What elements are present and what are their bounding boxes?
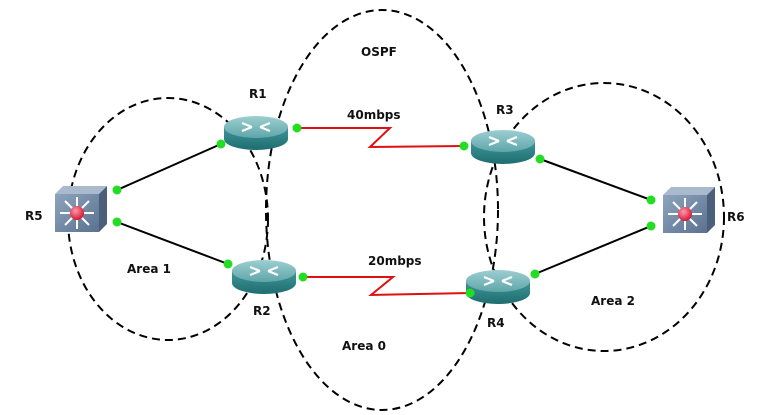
- area-0-boundary: [265, 9, 499, 411]
- area-2-boundary: [483, 82, 725, 352]
- device-label-r3: R3: [496, 103, 514, 117]
- serial-link-r1-r3[interactable]: [297, 127, 465, 149]
- port-status-icon: [535, 154, 545, 164]
- device-label-r2: R2: [253, 304, 271, 318]
- router-arrows-icon: [483, 275, 513, 287]
- router-r1[interactable]: [224, 116, 288, 150]
- link-label-20mbps: 20mbps: [368, 254, 422, 268]
- router-r2[interactable]: [232, 260, 296, 294]
- device-label-r5: R5: [25, 209, 43, 223]
- router-r4[interactable]: [466, 270, 530, 304]
- link-r5-r2[interactable]: [116, 221, 229, 265]
- protocol-label: OSPF: [361, 45, 397, 59]
- port-status-icon: [459, 141, 469, 151]
- port-status-icon: [112, 217, 122, 227]
- switch-arrows-icon: [668, 198, 702, 230]
- device-label-r6: R6: [727, 210, 745, 224]
- area-label-area2: Area 2: [591, 294, 635, 308]
- device-label-r1: R1: [249, 87, 267, 101]
- router-arrows-icon: [249, 265, 279, 277]
- link-r4-r6[interactable]: [534, 225, 652, 275]
- router-r3[interactable]: [471, 130, 535, 164]
- link-r5-r1[interactable]: [116, 143, 222, 191]
- port-status-icon: [646, 195, 656, 205]
- port-status-icon: [292, 123, 302, 133]
- switch-r5[interactable]: [55, 186, 107, 232]
- device-label-r4: R4: [487, 316, 505, 330]
- port-status-icon: [530, 269, 540, 279]
- link-r3-r6[interactable]: [539, 158, 652, 201]
- area-label-area1: Area 1: [127, 262, 171, 276]
- port-status-icon: [465, 288, 475, 298]
- router-arrows-icon: [241, 121, 271, 133]
- port-status-icon: [298, 272, 308, 282]
- switch-r6[interactable]: [663, 187, 715, 233]
- area-1-boundary: [67, 97, 269, 341]
- serial-link-r2-r4[interactable]: [303, 276, 471, 297]
- switch-arrows-icon: [60, 197, 94, 229]
- port-status-icon: [646, 221, 656, 231]
- port-status-icon: [223, 259, 233, 269]
- port-status-icon: [216, 139, 226, 149]
- link-label-40mbps: 40mbps: [347, 108, 401, 122]
- port-status-icon: [112, 185, 122, 195]
- router-arrows-icon: [488, 135, 518, 147]
- area-label-area0: Area 0: [342, 339, 386, 353]
